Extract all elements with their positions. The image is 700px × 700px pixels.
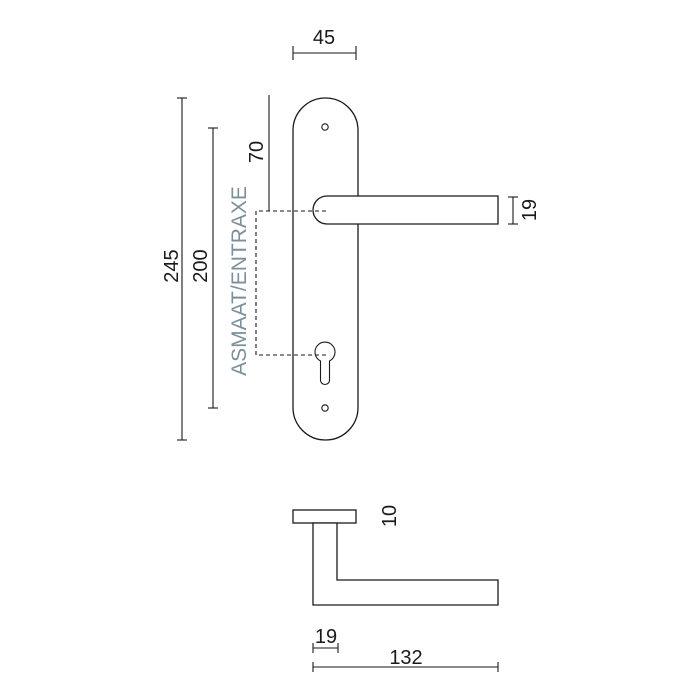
- center-distance-dashed: [255, 210, 326, 356]
- rose-width-label: 45: [313, 27, 335, 49]
- top-dimensions: 10 19 132: [312, 505, 499, 672]
- top-view: [292, 509, 499, 606]
- bottom-screw-hole: [321, 404, 329, 412]
- backplate: [292, 97, 359, 441]
- center-distance-label: 200: [190, 249, 212, 282]
- lever-top: [312, 522, 499, 606]
- cylinder-keyhole: [314, 341, 336, 386]
- top-screw-hole: [321, 123, 329, 131]
- lever-length-label: 132: [389, 647, 422, 669]
- plate-height-label: 245: [161, 249, 183, 282]
- front-view: [255, 97, 499, 441]
- grip-depth-label: 19: [315, 626, 337, 648]
- lever-front: [312, 195, 499, 225]
- rose-thickness-label: 10: [379, 505, 401, 527]
- rose-top: [292, 509, 357, 524]
- center-distance-name: ASMAAT/ENTRAXE: [228, 186, 251, 376]
- lever-thickness-label: 19: [519, 199, 541, 221]
- height-to-handle-label: 70: [246, 141, 268, 163]
- front-dimensions: 45 245 200 ASMAAT/ENTRAXE 70 19: [161, 27, 541, 441]
